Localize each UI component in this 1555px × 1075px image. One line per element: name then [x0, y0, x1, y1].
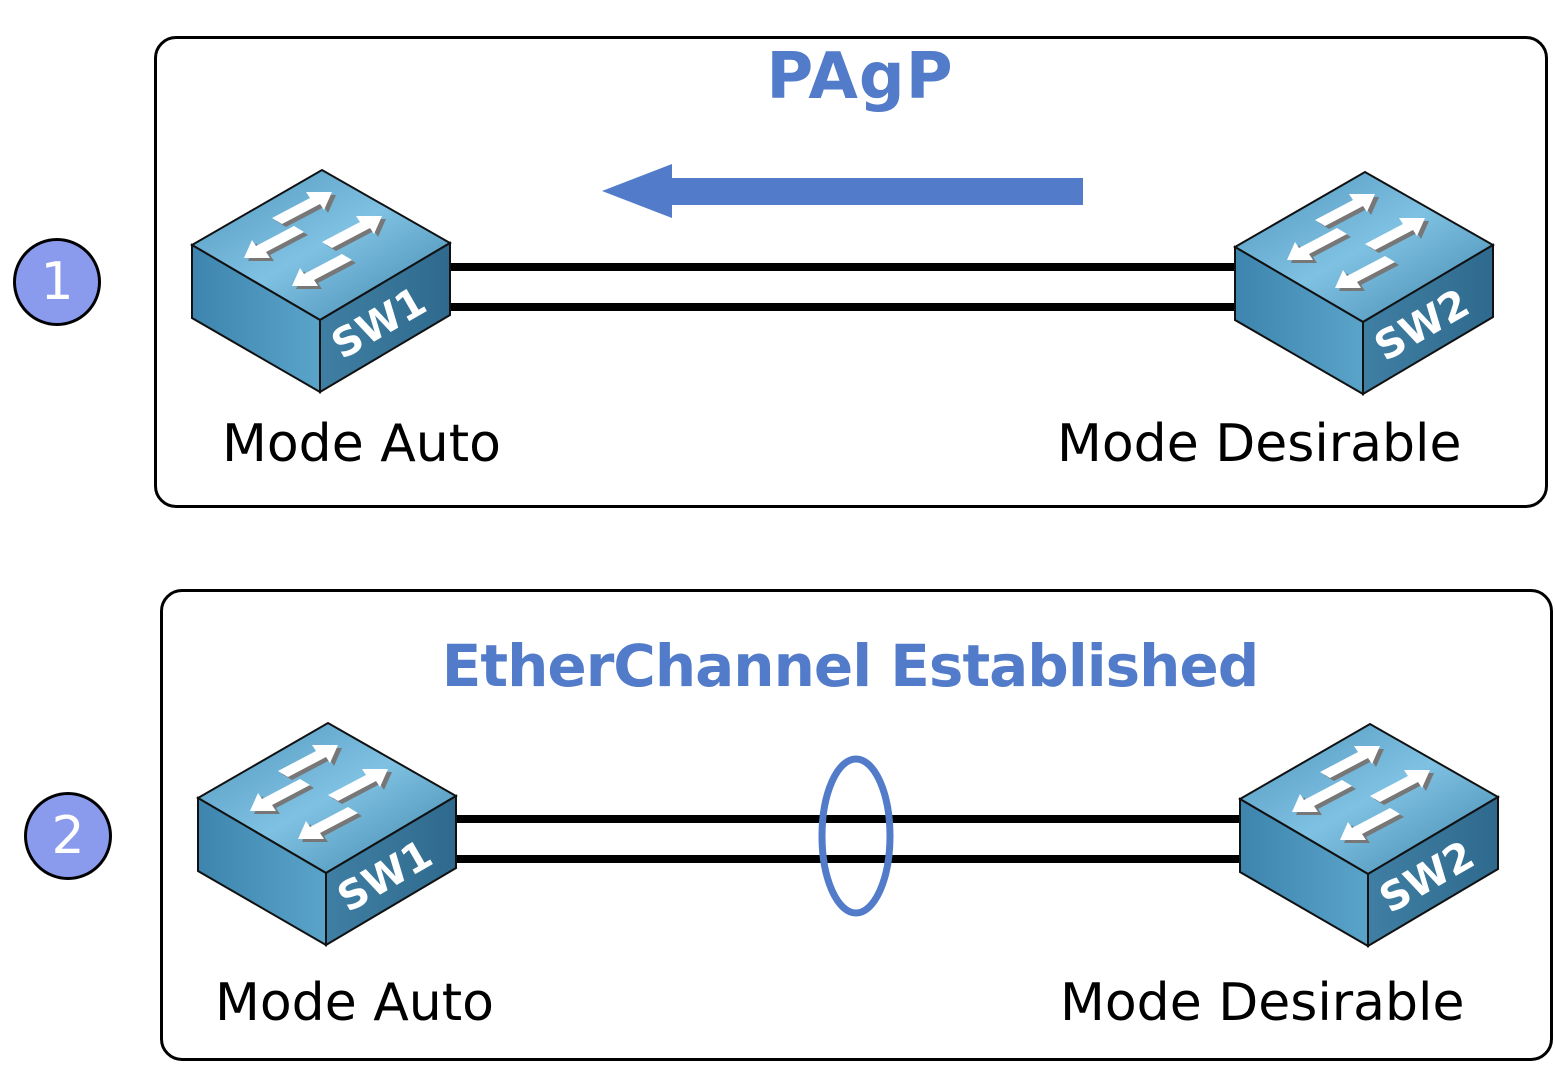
etherchannel-title: EtherChannel Established: [441, 632, 1260, 700]
link-1: [448, 263, 1238, 271]
sw2-mode-label: Mode Desirable: [1060, 973, 1465, 1033]
sw1-mode-label: Mode Auto: [222, 414, 501, 474]
pagp-title: PAgP: [766, 40, 954, 114]
link-2: [448, 303, 1238, 311]
panel2-links: [454, 815, 1244, 863]
link-2: [454, 855, 1244, 863]
switch-sw2-panel2: SW2: [1239, 723, 1499, 947]
switch-sw1-panel2: SW1: [197, 722, 457, 946]
etherchannel-bundle-ellipse: [818, 755, 894, 917]
sw2-mode-label: Mode Desirable: [1057, 414, 1462, 474]
link-1: [454, 815, 1244, 823]
step-badge-1: 1: [13, 238, 101, 326]
switch-sw2-panel1: SW2: [1234, 171, 1494, 395]
switch-sw1-panel1: SW1: [191, 169, 451, 393]
panel1-links: [448, 263, 1238, 311]
sw1-mode-label: Mode Auto: [215, 973, 494, 1033]
pagp-direction-arrow: [602, 164, 1083, 218]
step-badge-2: 2: [24, 792, 112, 880]
